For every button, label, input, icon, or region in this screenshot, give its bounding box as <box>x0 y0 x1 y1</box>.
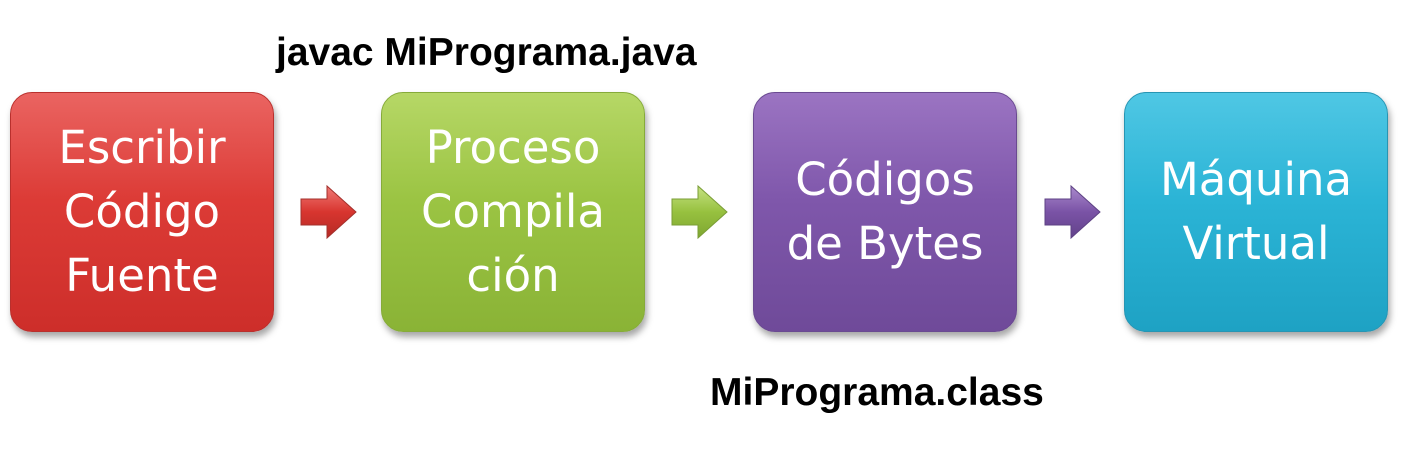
step-virtual-machine-label: Máquina Virtual <box>1159 153 1353 270</box>
step-bytecode: Códigos de Bytes <box>753 92 1017 332</box>
step-virtual-machine: Máquina Virtual <box>1124 92 1388 332</box>
arrow-right-icon <box>300 184 357 240</box>
step-compilation-process-label: Proceso Compila ción <box>421 121 605 302</box>
arrow-right-icon <box>671 184 728 240</box>
step-write-source-code: Escribir Código Fuente <box>10 92 274 332</box>
compile-command-label: javac MiPrograma.java <box>276 31 697 74</box>
step-bytecode-label: Códigos de Bytes <box>786 153 984 270</box>
arrow-right-icon <box>1044 184 1101 240</box>
class-file-label: MiPrograma.class <box>710 371 1044 414</box>
step-compilation-process: Proceso Compila ción <box>381 92 645 332</box>
step-write-source-code-label: Escribir Código Fuente <box>58 121 226 302</box>
